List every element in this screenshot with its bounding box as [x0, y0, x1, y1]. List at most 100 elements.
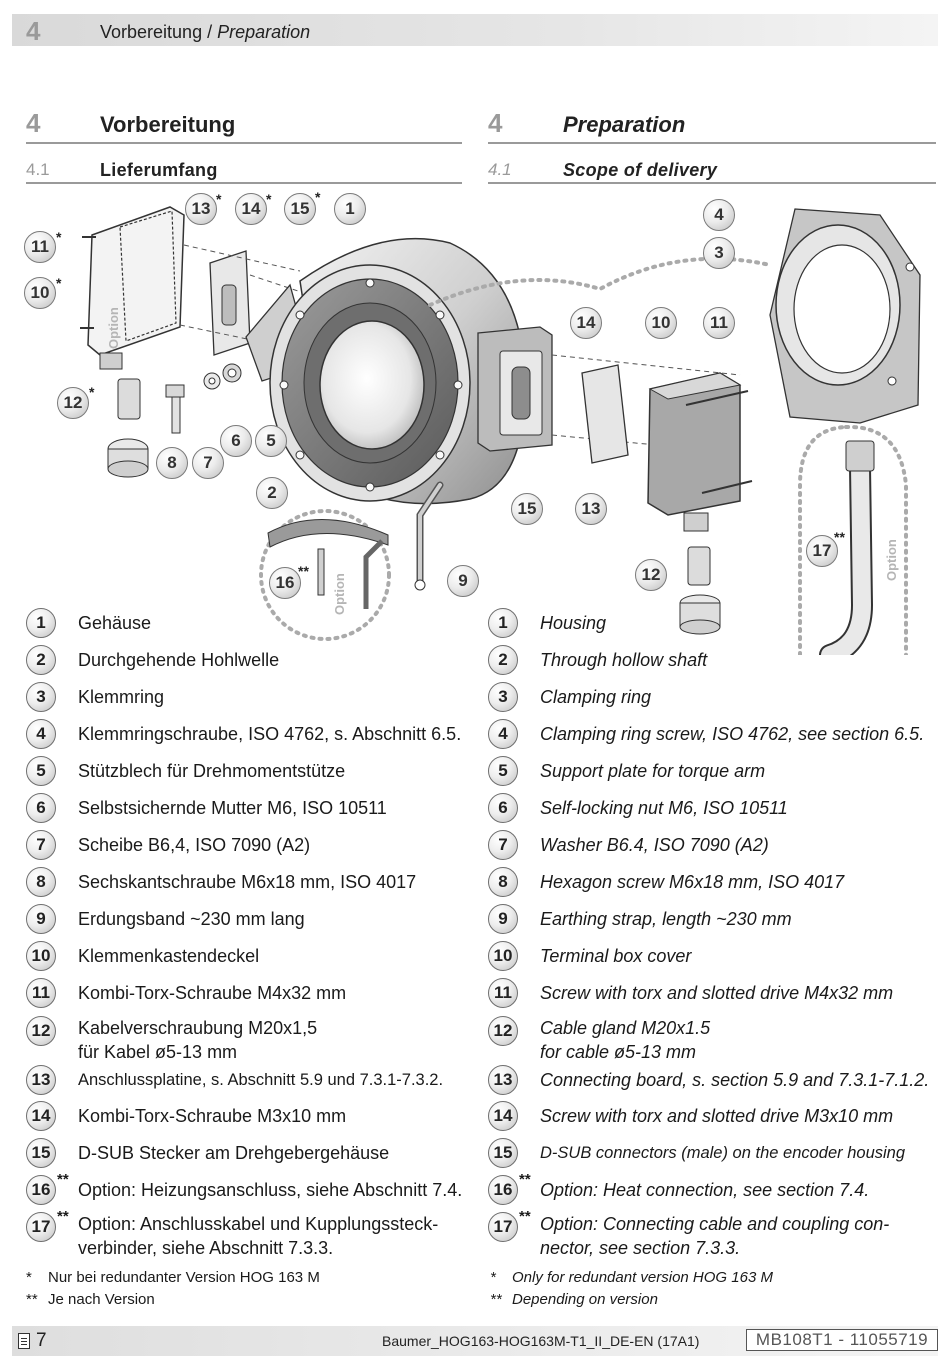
item-number-badge: 1 — [26, 608, 56, 638]
header-title: Vorbereitung / Preparation — [100, 22, 310, 43]
callout-3: 3 — [703, 237, 735, 269]
callout-17: 17 — [806, 535, 838, 567]
dsub-housing — [477, 326, 553, 452]
item-number-badge: 13 — [26, 1065, 56, 1095]
item-text: Klemmringschraube, ISO 4762, s. Abschnit… — [78, 724, 462, 744]
header-title-de: Vorbereitung — [100, 22, 203, 42]
encoder-housing — [269, 237, 526, 505]
item-star: ** — [519, 1208, 531, 1225]
item-number-badge: 7 — [488, 830, 518, 860]
callout-15-left: 15 — [284, 193, 316, 225]
star-11: * — [56, 229, 62, 245]
callout-14-right: 14 — [570, 307, 602, 339]
document-name: Baumer_HOG163-HOG163M-T1_II_DE-EN (17A1) — [382, 1333, 700, 1349]
section-title: Vorbereitung — [100, 112, 236, 137]
star-15: * — [315, 189, 321, 205]
footnote-mark: * — [26, 1269, 32, 1286]
callout-9: 9 — [447, 565, 479, 597]
callout-13-left: 13 — [185, 193, 217, 225]
item-number-badge: 9 — [488, 904, 518, 934]
callout-1: 1 — [334, 193, 366, 225]
earthing-strap — [414, 481, 444, 591]
footnote-en: **Depending on version — [490, 1291, 658, 1308]
item-text: Option: Anschlusskabel und Kupplungsstec… — [78, 1214, 439, 1234]
footnote-text: Je nach Version — [48, 1291, 155, 1308]
item-number-badge: 6 — [26, 793, 56, 823]
header-separator: / — [207, 22, 213, 42]
callout-13-right: 13 — [575, 493, 607, 525]
item-number-badge: 16 — [26, 1175, 56, 1205]
item-text: Clamping ring — [540, 687, 652, 707]
item-number-badge: 14 — [26, 1101, 56, 1131]
item-text: Connecting board, s. section 5.9 and 7.3… — [540, 1070, 930, 1090]
item-text: Cable gland M20x1.5 — [540, 1018, 711, 1038]
page-footer: 7 Baumer_HOG163-HOG163M-T1_II_DE-EN (17A… — [12, 1326, 938, 1356]
item-number-badge: 17 — [26, 1212, 56, 1242]
footnote-de: **Je nach Version — [26, 1291, 155, 1308]
item-text: Terminal box cover — [540, 946, 692, 966]
item-number-badge: 15 — [488, 1138, 518, 1168]
item-text: Option: Heat connection, see section 7.4… — [540, 1180, 870, 1200]
callout-2: 2 — [256, 477, 288, 509]
item-number-badge: 17 — [488, 1212, 518, 1242]
item-text: Erdungsband ~230 mm lang — [78, 909, 305, 929]
item-text: Screw with torx and slotted drive M4x32 … — [540, 983, 894, 1003]
callout-10-left: 10 — [24, 277, 56, 309]
item-text: Option: Connecting cable and coupling co… — [540, 1214, 890, 1234]
star-12: * — [89, 384, 95, 400]
item-number-badge: 12 — [26, 1016, 56, 1046]
page-icon — [18, 1333, 30, 1349]
item-text: Sechskantschraube M6x18 mm, ISO 4017 — [78, 872, 417, 892]
option-label-cable: Option — [884, 539, 899, 581]
callout-12-left: 12 — [57, 387, 89, 419]
terminal-box-cover-right — [647, 372, 753, 532]
header-title-en: Preparation — [217, 22, 311, 42]
item-text: Kombi-Torx-Schraube M4x32 mm — [78, 983, 347, 1003]
footnote-text: Depending on version — [512, 1291, 658, 1308]
running-header: 4 Vorbereitung / Preparation — [12, 14, 938, 46]
item-text: Kabelverschraubung M20x1,5 — [78, 1018, 318, 1038]
item-star: ** — [519, 1171, 531, 1188]
footnote-mark: * — [490, 1269, 496, 1286]
header-chapter-number: 4 — [26, 16, 41, 46]
item-number-badge: 11 — [26, 978, 56, 1008]
section-number: 4 — [488, 108, 503, 138]
item-text: Option: Heizungsanschluss, siehe Abschni… — [78, 1180, 463, 1200]
item-text: Screw with torx and slotted drive M3x10 … — [540, 1106, 894, 1126]
item-text: Stützblech für Drehmomentstütze — [78, 761, 346, 781]
item-text: Hexagon screw M6x18 mm, ISO 4017 — [540, 872, 845, 892]
callout-16: 16 — [269, 567, 301, 599]
item-number-badge: 7 — [26, 830, 56, 860]
clamping-ring-assembly — [769, 208, 921, 424]
subsection-number: 4.1 — [488, 160, 512, 179]
item-text-line2: nector, see section 7.3.3. — [540, 1238, 741, 1258]
item-star: ** — [57, 1208, 69, 1225]
subsection-number: 4.1 — [26, 160, 50, 179]
item-number-badge: 10 — [26, 941, 56, 971]
star-16: ** — [298, 563, 309, 579]
footnote-text: Nur bei redundanter Version HOG 163 M — [48, 1269, 320, 1286]
star-10: * — [56, 275, 62, 291]
item-number-badge: 14 — [488, 1101, 518, 1131]
item-number-badge: 2 — [488, 645, 518, 675]
item-text: Support plate for torque arm — [540, 761, 766, 781]
heat-connection-detail — [259, 509, 391, 641]
item-number-badge: 9 — [26, 904, 56, 934]
item-number-badge: 16 — [488, 1175, 518, 1205]
item-number-badge: 5 — [488, 756, 518, 786]
item-text: Washer B6.4, ISO 7090 (A2) — [540, 835, 769, 855]
star-17: ** — [834, 529, 845, 545]
item-text: Selbstsichernde Mutter M6, ISO 10511 — [78, 798, 387, 818]
connecting-cable-detail — [798, 424, 908, 655]
cable-gland-left — [107, 378, 149, 478]
connecting-board — [209, 250, 251, 356]
item-text: Klemmring — [78, 687, 165, 707]
item-text: Anschlussplatine, s. Abschnitt 5.9 und 7… — [78, 1071, 444, 1089]
section-heading-en: 4 Preparation — [488, 108, 936, 144]
item-text: D-SUB Stecker am Drehgebergehäuse — [78, 1143, 390, 1163]
item-number-badge: 8 — [26, 867, 56, 897]
callout-11-right: 11 — [703, 307, 735, 339]
item-number-badge: 15 — [26, 1138, 56, 1168]
footnote-text: Only for redundant version HOG 163 M — [512, 1269, 773, 1286]
item-number-badge: 3 — [26, 682, 56, 712]
